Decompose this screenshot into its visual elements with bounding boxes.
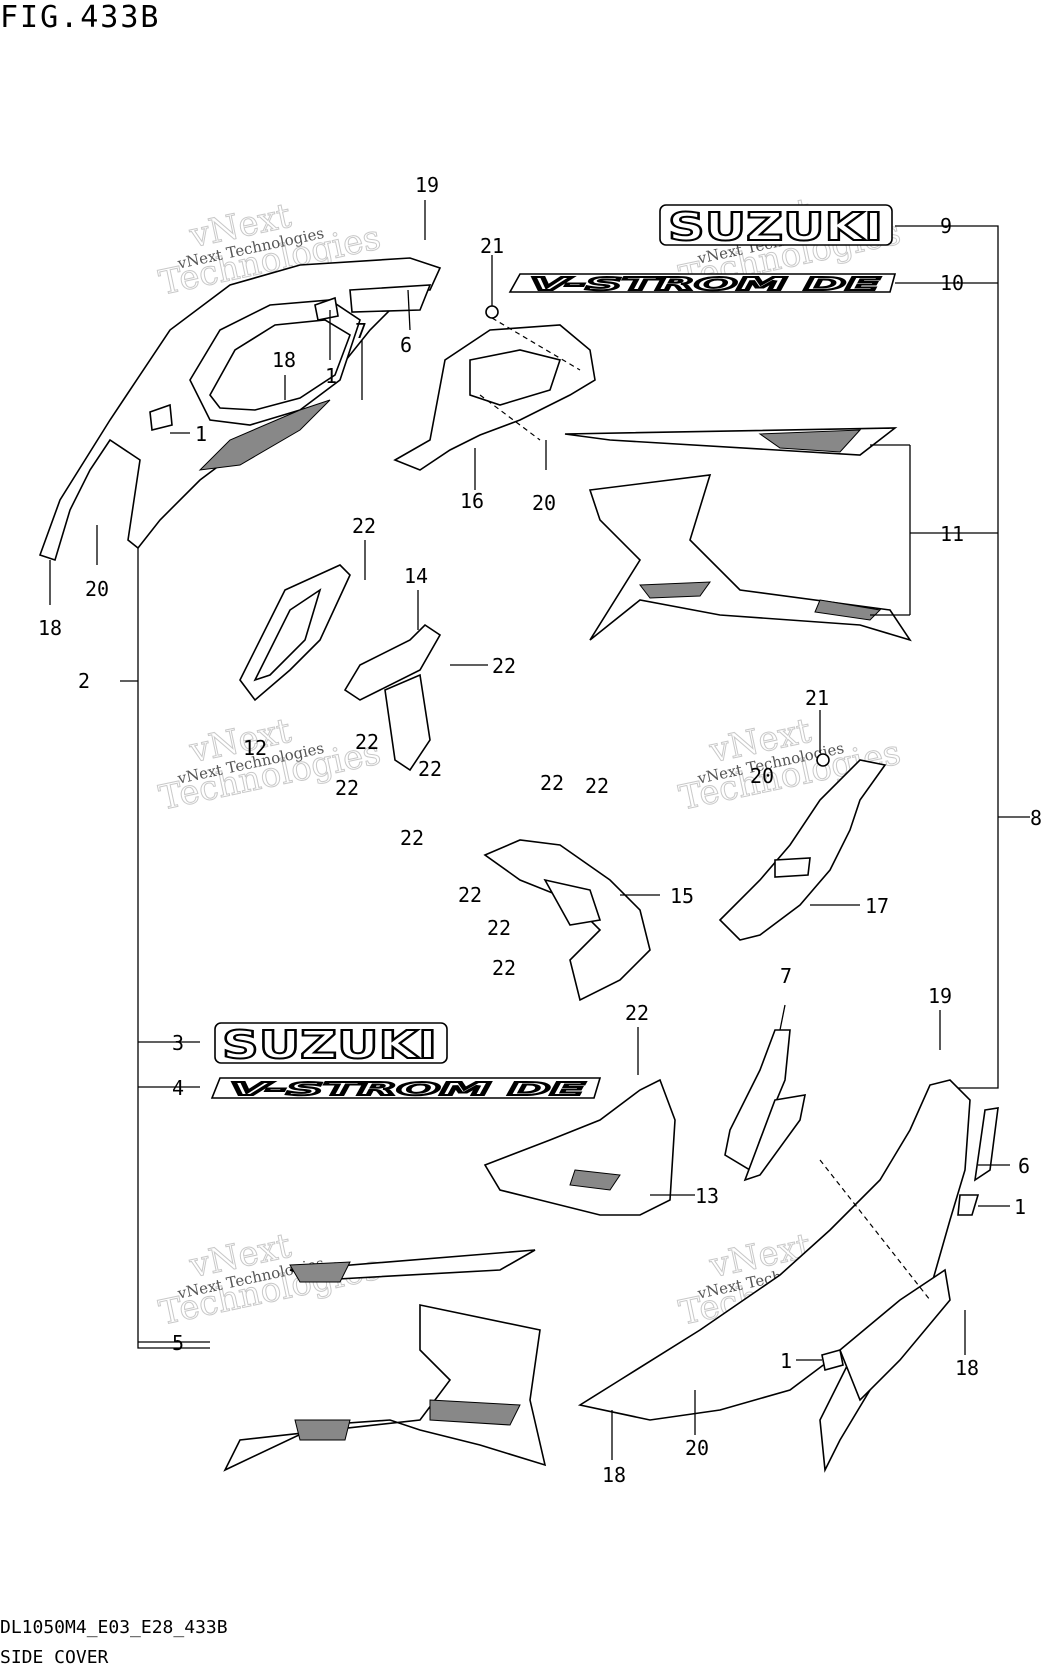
callout-22-h: 22 [585, 774, 609, 798]
figure-code: DL1050M4_E03_E28_433B [0, 1617, 228, 1638]
callout-17: 17 [865, 894, 889, 918]
callout-22-d: 22 [418, 757, 442, 781]
part-11-decal-top [564, 427, 912, 642]
callout-18-left: 18 [38, 616, 62, 640]
callout-labels: 19 21 6 7 18 1 1 16 20 20 18 2 9 10 11 8… [38, 173, 1042, 1487]
callout-16: 16 [460, 489, 484, 513]
part-17-inner-panel [718, 753, 887, 941]
emblem-10-vstrom: V-STROM DE [508, 273, 897, 296]
callout-1-upper: 1 [325, 364, 337, 388]
part-15-bracket [483, 839, 651, 1002]
assembly-brackets [120, 225, 1030, 1349]
callout-20-mid: 20 [750, 764, 774, 788]
part-16-inner-panel [393, 305, 596, 471]
figure-name: SIDE COVER [0, 1647, 109, 1668]
callout-7-lower: 7 [780, 964, 792, 988]
callout-19-lower: 19 [928, 984, 952, 1008]
callout-3: 3 [172, 1031, 184, 1055]
part-5-decal-lower [223, 1249, 547, 1472]
callout-6-lower: 6 [1018, 1154, 1030, 1178]
figure-title: FIG.433B [0, 0, 161, 35]
callout-1-left: 1 [195, 422, 207, 446]
part-12-bracket [239, 564, 351, 702]
emblem-4-vstrom: V-STROM DE [210, 1077, 602, 1101]
callout-11: 11 [940, 522, 964, 546]
callout-14: 14 [404, 564, 428, 588]
bracket-2 [137, 545, 210, 1349]
callout-6-top: 6 [400, 333, 412, 357]
bracket-8 [895, 225, 999, 1089]
callout-18-upper: 18 [272, 348, 296, 372]
callout-19-top: 19 [415, 173, 439, 197]
callout-10: 10 [940, 271, 964, 295]
callout-22-b: 22 [492, 654, 516, 678]
part-21-nut-right [816, 753, 830, 767]
callout-22-f: 22 [400, 826, 424, 850]
callout-22-i: 22 [458, 883, 482, 907]
callout-22-l: 22 [625, 1001, 649, 1025]
callout-18-lower-right: 18 [955, 1356, 979, 1380]
callout-5: 5 [172, 1331, 184, 1355]
emblem-text: SUZUKI [222, 1023, 437, 1067]
callout-15: 15 [670, 884, 694, 908]
part-8-side-cover-lower [577, 1079, 999, 1473]
callout-1-lower: 1 [780, 1349, 792, 1373]
part-14-bracket [343, 623, 442, 772]
leader-lines [49, 200, 1010, 1460]
callout-22-a: 22 [352, 514, 376, 538]
emblem-text: V-STROM DE [530, 274, 882, 295]
callout-13: 13 [695, 1184, 719, 1208]
emblem-3-suzuki: SUZUKI [214, 1022, 448, 1068]
callout-21-top: 21 [480, 234, 504, 258]
callout-4: 4 [172, 1076, 184, 1100]
watermark-mid-right: vNext Technologies vNext Technologies [675, 710, 904, 819]
callout-21-right: 21 [805, 686, 829, 710]
callout-22-j: 22 [487, 916, 511, 940]
callout-22-c: 22 [355, 730, 379, 754]
callout-22-e: 22 [335, 776, 359, 800]
emblem-text: V-STROM DE [230, 1079, 587, 1100]
callout-20-top: 20 [532, 491, 556, 515]
callout-1-lower-right: 1 [1014, 1195, 1026, 1219]
callout-8: 8 [1030, 806, 1042, 830]
emblem-9-suzuki: SUZUKI [659, 204, 893, 250]
part-13-cover [483, 1078, 676, 1216]
callout-9: 9 [940, 214, 952, 238]
callout-2: 2 [78, 669, 90, 693]
emblem-text: SUZUKI [668, 205, 883, 249]
callout-7-top: 7 [355, 319, 367, 343]
callout-18-lower: 18 [602, 1463, 626, 1487]
part-2-side-cover-upper [38, 257, 442, 562]
part-7-trim-strip [724, 1029, 807, 1182]
callout-22-k: 22 [492, 956, 516, 980]
callout-20-left: 20 [85, 577, 109, 601]
part-21-nut-top [485, 305, 499, 319]
callout-20-lower: 20 [685, 1436, 709, 1460]
callout-12: 12 [243, 736, 267, 760]
callout-22-g: 22 [540, 771, 564, 795]
